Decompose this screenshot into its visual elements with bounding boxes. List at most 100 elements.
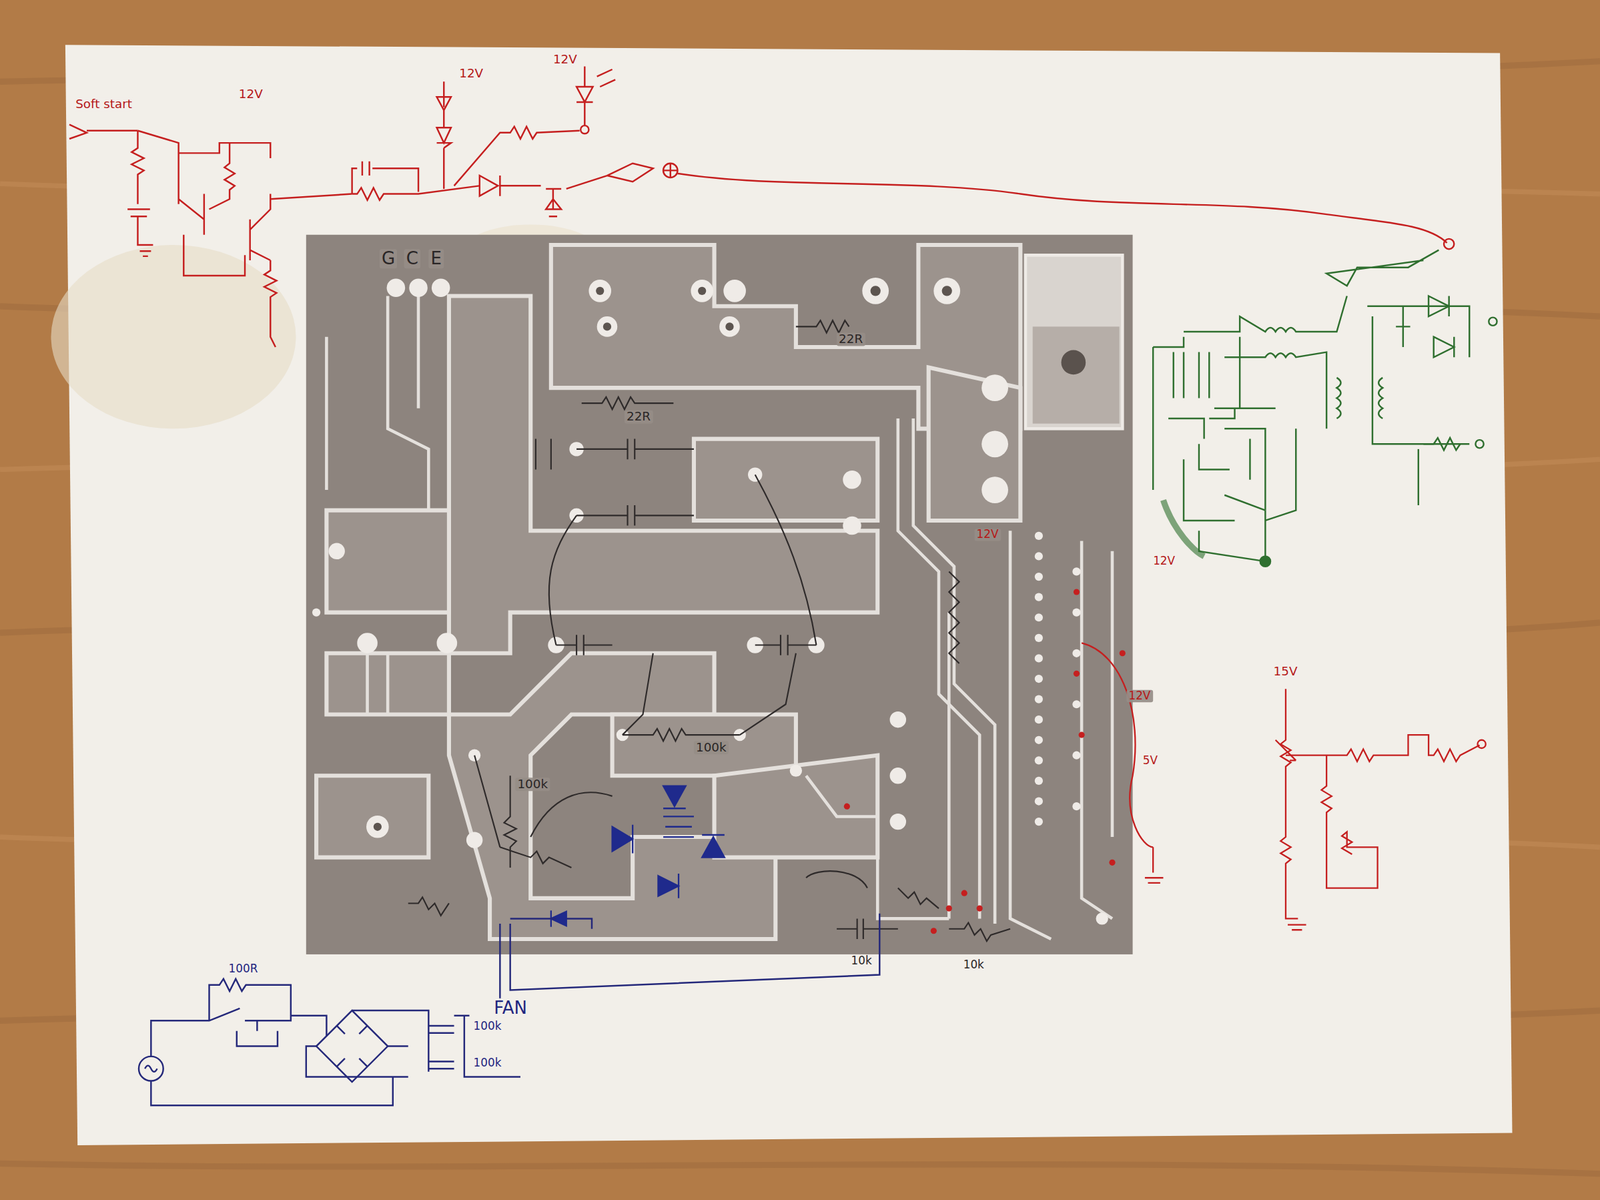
red-schematic-top-part: [264, 194, 353, 347]
header-pads-part: [1034, 551, 1043, 560]
ink-on-pcb-part: [622, 653, 796, 735]
ink-label: 12V: [974, 528, 1001, 541]
pcb-print-part-part: [890, 711, 907, 728]
ink-label: 100k: [515, 777, 550, 791]
pcb-print-part: [326, 296, 1113, 939]
pcb-print-part-part: [373, 822, 382, 831]
red-schematic-top-part: [183, 194, 271, 276]
pcb-print-part-part: [1081, 541, 1113, 919]
pcb-print-part-part: [417, 296, 421, 409]
pcb-print-part-part: [324, 336, 329, 490]
ink-on-pcb-part: [795, 320, 850, 333]
red-schematic-top: [69, 66, 1454, 347]
red-dots-on-pcb-part: [844, 803, 851, 810]
pcb-print-part-part: [316, 775, 429, 857]
blue-schematic-part: [428, 1025, 454, 1069]
blue-schematic-part: [316, 1010, 388, 1082]
blue-diodes: [551, 785, 725, 927]
pcb-print-part-part: [595, 286, 604, 295]
green-schematic-part: [1260, 555, 1271, 566]
pcb-print-part-part: [326, 510, 450, 613]
ink-on-pcb-part: [806, 870, 868, 888]
pcb-print-part-part: [690, 279, 714, 303]
pcb-print-part: [373, 285, 953, 831]
pcb-print-part: [1061, 350, 1087, 375]
red-schematic-top-part: [69, 124, 138, 139]
header-pads-part: [1034, 572, 1043, 581]
ink-on-pcb-part: [503, 775, 516, 868]
header-pads-part: [1034, 715, 1043, 724]
pcb-print-part: [1032, 326, 1120, 424]
pcb-print-part-part: [1110, 551, 1115, 837]
ink-on-pcb-part: [948, 571, 959, 664]
header-pads-part: [1034, 653, 1043, 662]
pcb-print-part-part: [312, 607, 321, 616]
paper-sheet: [50, 44, 1512, 1145]
pcb-print-part-part: [466, 831, 483, 848]
pcb-print-part-part: [928, 367, 1021, 521]
pcb-print-part-part: [898, 418, 980, 919]
red-dots-on-pcb-part: [1073, 588, 1080, 595]
ink-label: 100k: [693, 740, 729, 754]
ink-on-pcb-part: [948, 922, 1011, 942]
blue-schematic-part: [236, 1020, 278, 1046]
ink-label: 10k: [848, 954, 874, 967]
pcb-print-part-part: [386, 278, 406, 298]
header-pads: [1034, 531, 1081, 826]
pcb-print-part: [312, 277, 1109, 925]
red-schematic-top-part: [663, 163, 678, 178]
green-schematic-part: [1336, 377, 1383, 419]
green-schematic-part: [1183, 296, 1348, 333]
paper-sheet-part: [65, 44, 1513, 1145]
pcb-print-part-part: [409, 278, 428, 298]
pcb-print-part-part: [789, 763, 803, 776]
pcb-print-part-part: [870, 285, 881, 296]
ink-label: E: [428, 248, 444, 269]
ink-on-pcb-part: [622, 728, 740, 741]
red-schematic-top-part: [352, 185, 480, 200]
ink-label: 100R: [226, 963, 261, 976]
blue-diodes-part: [612, 824, 634, 854]
ink-on-pcb-part: [581, 396, 674, 410]
green-schematic-part: [1488, 317, 1497, 326]
green-schematic-part: [1183, 428, 1296, 562]
red-schematic-top-part: [576, 66, 616, 126]
ink-on-pcb-part: [408, 896, 450, 916]
blue-schematic-part: [454, 1015, 521, 1077]
red-schematic-top-part: [127, 209, 153, 257]
ink-label: Soft start: [73, 98, 135, 112]
header-pads-part: [1072, 751, 1081, 760]
ink-on-pcb-part: [755, 634, 817, 656]
pcb-print-part-part: [1096, 912, 1109, 925]
header-pads-part: [1034, 735, 1043, 744]
red-schematic-right-part: [1275, 739, 1297, 761]
red-schematic-top-part: [454, 126, 580, 187]
pcb-print-part: [316, 244, 1021, 939]
red-schematic-top-part: [131, 130, 144, 205]
blue-diodes-part: [663, 785, 686, 809]
ink-label: 100k: [471, 1020, 504, 1033]
blue-schematic-part: [150, 978, 291, 1057]
ink-label: 12V: [1126, 689, 1153, 702]
ink-label: FAN: [491, 998, 530, 1018]
red-schematic-top-part: [1443, 238, 1454, 249]
red-dots-on-pcb-part: [1073, 670, 1080, 677]
red-dots-on-pcb-part: [946, 905, 953, 912]
ink-label: 22R: [624, 410, 653, 424]
ink-on-pcb-part: [530, 791, 612, 837]
red-dots-on-pcb-part: [1108, 859, 1115, 866]
pcb-print: [306, 234, 1133, 955]
header-pads-part: [1034, 613, 1043, 622]
pcb-print-part-part: [603, 322, 612, 331]
header-pads-part: [1034, 694, 1043, 703]
red-schematic-top-part: [545, 188, 562, 217]
red-schematic-top-part: [677, 173, 1447, 243]
ink-on-pcb-part: [555, 634, 612, 656]
green-schematic-part: [1152, 336, 1210, 490]
ink-label: 12V: [236, 88, 265, 102]
red-schematic-right-part: [1477, 739, 1486, 748]
pcb-print-part-part: [612, 714, 796, 776]
header-pads-part: [1072, 802, 1081, 811]
